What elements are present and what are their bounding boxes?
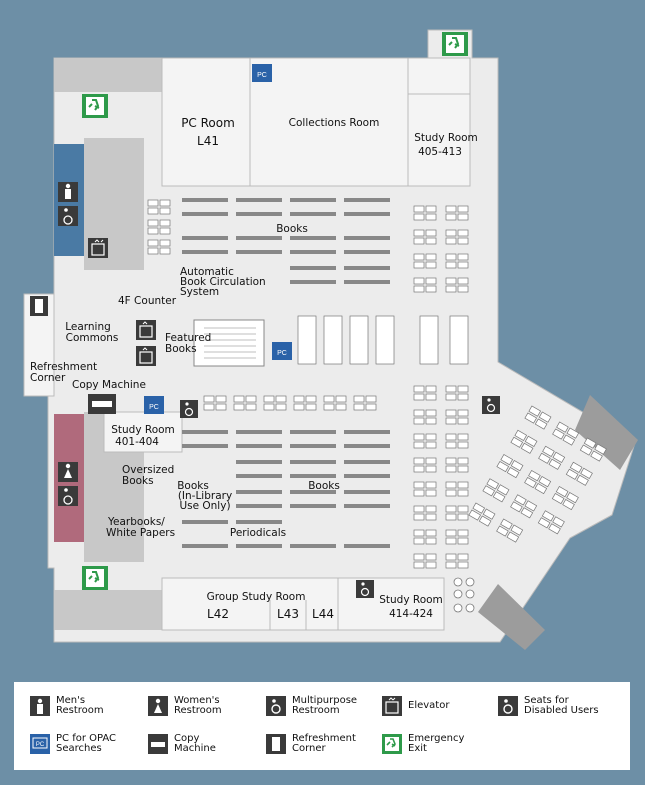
legend-item-mens: Men's Restroom <box>30 696 104 716</box>
legend-label: Seats for Disabled Users <box>524 695 599 716</box>
pc-room-label: PC Room <box>181 116 235 130</box>
learning-commons-label-2: Commons <box>66 332 119 344</box>
study-room-405-code: 405-413 <box>418 146 462 158</box>
featured-books-label-2: Books <box>165 343 197 355</box>
womens-restroom-icon <box>148 696 168 716</box>
study-room-401[interactable] <box>103 411 183 453</box>
elevator-icon <box>382 696 402 716</box>
copy-machine-icon <box>88 394 116 414</box>
mens-restroom-icon <box>58 182 78 202</box>
refreshment-corner-label-2: Corner <box>30 372 66 384</box>
elevator-icon <box>136 320 156 340</box>
abc-label-3: System <box>180 286 219 298</box>
svg-text:PC: PC <box>36 742 45 748</box>
study-room-405[interactable] <box>407 57 471 187</box>
counter-label: 4F Counter <box>118 295 177 307</box>
books-mid-label: Books <box>308 480 340 492</box>
refreshment-icon <box>266 734 286 754</box>
service-zone-bottom <box>54 590 162 630</box>
books-in-library-label-2: (In-Library <box>178 490 232 502</box>
pc-opac-icon[interactable]: PC <box>272 342 292 360</box>
learning-commons-label-1: Learning <box>65 321 111 333</box>
pc-room[interactable] <box>161 57 251 187</box>
study-room-414-code: 414-424 <box>389 608 433 620</box>
group-study-room[interactable] <box>161 577 339 631</box>
mens-restroom-icon <box>30 696 50 716</box>
multipurpose-restroom-icon <box>58 206 78 226</box>
emergency-exit-icon <box>442 32 468 56</box>
study-room-401-code: 401-404 <box>115 436 159 448</box>
legend-item-multipurpose: Multipurpose Restroom <box>266 696 357 716</box>
yearbooks-label-1: Yearbooks/ <box>107 516 165 528</box>
group-study-label: Group Study Room <box>207 591 306 603</box>
right-wall-top <box>575 395 638 470</box>
svg-text:PC: PC <box>277 350 287 357</box>
emergency-exit-icon <box>82 94 108 118</box>
copy-machine-icon <box>148 734 168 754</box>
legend-item-womens: Women's Restroom <box>148 696 222 716</box>
legend-item-refreshment: Refreshment Corner <box>266 734 356 754</box>
pc-room-code: L41 <box>197 134 219 148</box>
oversized-books-label-1: Oversized <box>122 464 174 476</box>
collections-room-label: Collections Room <box>289 117 380 129</box>
multipurpose-restroom-icon <box>58 486 78 506</box>
refreshment-corner-label-1: Refreshment <box>30 361 97 373</box>
seats-disabled-icon <box>498 696 518 716</box>
legend-label: Multipurpose Restroom <box>292 695 358 716</box>
study-room-401-label: Study Room <box>111 424 175 436</box>
copy-machine-label: Copy Machine <box>72 379 146 391</box>
womens-restroom-icon <box>58 462 78 482</box>
right-wall-bottom <box>478 584 545 650</box>
emergency-exit-icon <box>82 566 108 590</box>
emergency-exit-icon <box>382 734 402 754</box>
svg-text:PC: PC <box>149 404 159 411</box>
oversized-books-label-2: Books <box>122 475 154 487</box>
legend-item-exit: Emergency Exit <box>382 734 464 754</box>
abc-label-1: Automatic <box>180 266 234 278</box>
pc-opac-icon[interactable]: PC <box>252 64 272 82</box>
legend-item-seats-disabled: Seats for Disabled Users <box>498 696 599 716</box>
legend-label: Copy Machine <box>174 733 216 754</box>
legend: Men's Restroom Women's Restroom Multipur… <box>14 682 630 770</box>
books-in-library-label-1: Books <box>177 480 209 492</box>
seats-disabled-icon <box>180 400 198 418</box>
pc-opac-icon: PC <box>30 734 50 754</box>
books-top-label: Books <box>276 223 308 235</box>
study-room-414-label: Study Room <box>379 594 443 606</box>
legend-label: Refreshment Corner <box>292 733 356 754</box>
pc-opac-icon[interactable]: PC <box>144 396 164 414</box>
round-tables <box>453 577 475 613</box>
elevator-icon <box>136 346 156 366</box>
elevator-icon <box>88 238 108 258</box>
study-room-414[interactable] <box>337 577 445 631</box>
group-study-l42: L42 <box>207 607 229 621</box>
svg-text:PC: PC <box>257 72 267 79</box>
seats-disabled-icon <box>356 580 374 598</box>
legend-label: Emergency Exit <box>408 733 465 754</box>
yearbooks-label-2: White Papers <box>106 527 175 539</box>
group-study-l44: L44 <box>312 607 334 621</box>
legend-label: Women's Restroom <box>174 695 222 716</box>
service-zone-top <box>54 58 162 92</box>
abc-label-2: Book Circulation <box>180 276 266 288</box>
legend-item-pc-opac: PC PC for OPAC Searches <box>30 734 116 754</box>
refreshment-icon <box>30 296 48 316</box>
periodicals-label: Periodicals <box>230 527 286 539</box>
seats-disabled-icon <box>482 396 500 414</box>
legend-label: PC for OPAC Searches <box>56 733 117 754</box>
legend-item-elevator: Elevator <box>382 696 449 716</box>
legend-item-copy: Copy Machine <box>148 734 216 754</box>
books-in-library-label-3: Use Only) <box>179 500 230 512</box>
multipurpose-restroom-icon <box>266 696 286 716</box>
legend-label: Men's Restroom <box>56 695 104 716</box>
group-study-l43: L43 <box>277 607 299 621</box>
featured-books-label-1: Featured <box>165 332 211 344</box>
legend-label: Elevator <box>408 700 450 711</box>
study-room-405-label: Study Room <box>414 132 478 144</box>
